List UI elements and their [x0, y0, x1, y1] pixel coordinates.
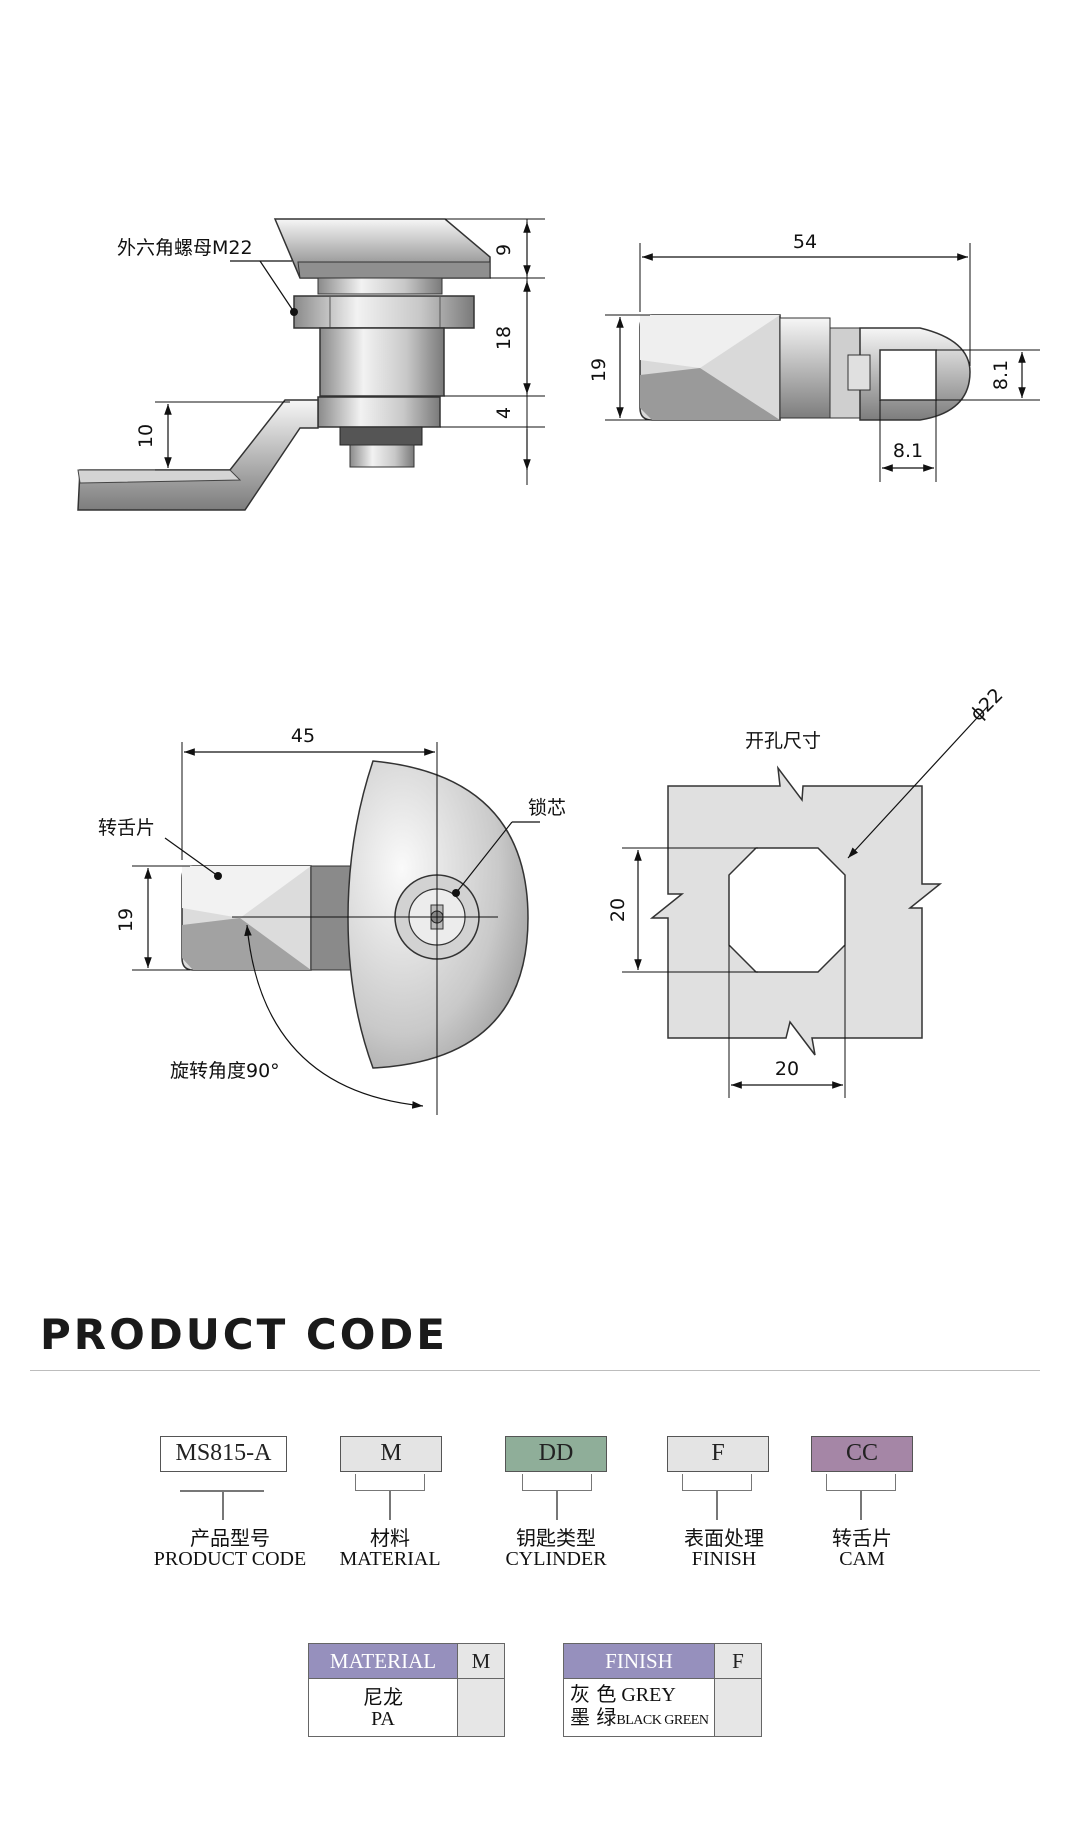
thread-ring — [317, 277, 443, 295]
dim-bottom-label: 4 — [493, 407, 515, 419]
finish-row-grey: 灰 色 GREY — [570, 1683, 714, 1706]
bracket-finish-stem — [716, 1491, 718, 1520]
rotation-arc — [244, 924, 424, 1109]
leader-line — [164, 837, 219, 877]
cam-square-hole — [879, 349, 937, 401]
code-box-product: MS815-A — [160, 1436, 287, 1472]
core-label: 锁芯 — [528, 797, 566, 819]
hex-nut-label: 外六角螺母M22 — [117, 237, 253, 259]
finish-table-header: FINISH — [563, 1643, 715, 1679]
caption-finish-zh: 表面处理 — [684, 1526, 764, 1550]
finish-table-code: F — [714, 1643, 762, 1679]
dim-top-label: 9 — [493, 244, 515, 256]
dim-diameter-label: ϕ22 — [966, 684, 1008, 726]
code-box-finish: F — [667, 1436, 769, 1472]
dim-height-label: 19 — [588, 358, 610, 382]
dim-width-label: 20 — [775, 1058, 799, 1080]
finish-table: FINISH F 灰 色 GREY 墨 绿BLACK GREEN — [563, 1643, 762, 1737]
bracket-cylinder — [522, 1474, 592, 1491]
caption-finish-en: FINISH — [691, 1548, 757, 1570]
material-table-row: 尼龙 PA — [308, 1678, 458, 1737]
caption-material-en: MATERIAL — [339, 1548, 441, 1570]
dim-height-label: 20 — [607, 898, 629, 922]
cam-neck — [779, 317, 831, 419]
cam-plate — [317, 396, 441, 428]
dim-height-label: 19 — [115, 908, 137, 932]
material-table-header: MATERIAL — [308, 1643, 458, 1679]
material-en: PA — [371, 1707, 395, 1730]
finish-green-en: BLACK GREEN — [616, 1713, 709, 1728]
caption-cam-en: CAM — [839, 1548, 885, 1570]
rotation-label: 旋转角度90° — [170, 1060, 280, 1082]
leader-line — [259, 260, 295, 313]
bracket-material — [355, 1474, 425, 1491]
material-zh: 尼龙 — [363, 1684, 403, 1709]
lock-cylinder — [319, 327, 445, 397]
caption-product-zh: 产品型号 — [190, 1526, 270, 1550]
material-table-blank — [457, 1678, 505, 1737]
cam-facet-top — [182, 866, 311, 918]
cam-tab — [847, 354, 871, 391]
bracket-product-stem — [222, 1490, 224, 1520]
handle-edge — [297, 261, 491, 279]
finish-table-row: 灰 色 GREY 墨 绿BLACK GREEN — [563, 1678, 715, 1737]
technical-drawings: 外六角螺母M22 9 18 4 10 54 19 — [77, 218, 1040, 1115]
cutout-title: 开孔尺寸 — [745, 730, 821, 752]
finish-grey-zh: 灰 色 — [570, 1682, 617, 1706]
product-code-title: PRODUCT CODE — [40, 1310, 448, 1359]
dim-width-label: 45 — [291, 725, 315, 747]
bottom-screw — [349, 444, 415, 468]
side-view: 外六角螺母M22 9 18 4 10 — [77, 218, 545, 511]
cam-arm — [77, 399, 319, 511]
dim-offset-label: 10 — [135, 424, 157, 448]
caption-cylinder-en: CYLINDER — [505, 1548, 607, 1570]
caption-cam-zh: 转舌片 — [832, 1526, 892, 1550]
caption-product-en: PRODUCT CODE — [153, 1548, 307, 1570]
code-box-material: M — [340, 1436, 442, 1472]
front-view: 45 19 转舌片 锁芯 旋转角度90° — [98, 725, 566, 1115]
dim-body-label: 18 — [493, 326, 515, 350]
leader-dot — [290, 308, 298, 316]
caption-finish: 表面处理 FINISH — [664, 1528, 784, 1570]
code-box-cam: CC — [811, 1436, 913, 1472]
cam-facet-bottom — [640, 368, 780, 420]
cam-neck — [310, 865, 352, 971]
dim-hole-h-label: 8.1 — [990, 360, 1012, 390]
caption-material-zh: 材料 — [370, 1526, 410, 1550]
section-divider — [30, 1370, 1040, 1371]
finish-table-blank — [714, 1678, 762, 1737]
bracket-cam-stem — [860, 1491, 862, 1520]
cutout-hole — [728, 847, 846, 973]
bracket-cylinder-stem — [556, 1491, 558, 1520]
finish-green-zh: 墨 绿 — [570, 1705, 617, 1729]
code-box-cylinder: DD — [505, 1436, 607, 1472]
dim-length-label: 54 — [793, 231, 817, 253]
hex-nut — [293, 295, 475, 329]
bracket-cam — [826, 1474, 896, 1491]
dim-hole-w-label: 8.1 — [893, 440, 923, 462]
dia-leader — [847, 705, 989, 859]
caption-cylinder: 钥匙类型 CYLINDER — [496, 1528, 616, 1570]
finish-grey-en: GREY — [621, 1684, 676, 1706]
cutout-view: ϕ22 开孔尺寸 20 20 — [607, 684, 1007, 1098]
caption-cam: 转舌片 CAM — [810, 1528, 914, 1570]
bottom-nut — [339, 426, 423, 446]
caption-product: 产品型号 PRODUCT CODE — [140, 1528, 320, 1570]
cam-label: 转舌片 — [98, 817, 155, 839]
bracket-material-stem — [389, 1491, 391, 1520]
leader-dot — [452, 889, 460, 897]
finish-row-green: 墨 绿BLACK GREEN — [570, 1706, 714, 1732]
cam-facet-top — [640, 315, 780, 368]
bracket-finish — [682, 1474, 752, 1491]
caption-cylinder-zh: 钥匙类型 — [516, 1526, 596, 1550]
material-table: MATERIAL M 尼龙 PA — [308, 1643, 505, 1737]
material-table-code: M — [457, 1643, 505, 1679]
caption-material: 材料 MATERIAL — [330, 1528, 450, 1570]
leader-dot — [214, 872, 222, 880]
leader-line — [455, 821, 513, 894]
cam-view: 54 19 8.1 8.1 — [588, 231, 1040, 482]
